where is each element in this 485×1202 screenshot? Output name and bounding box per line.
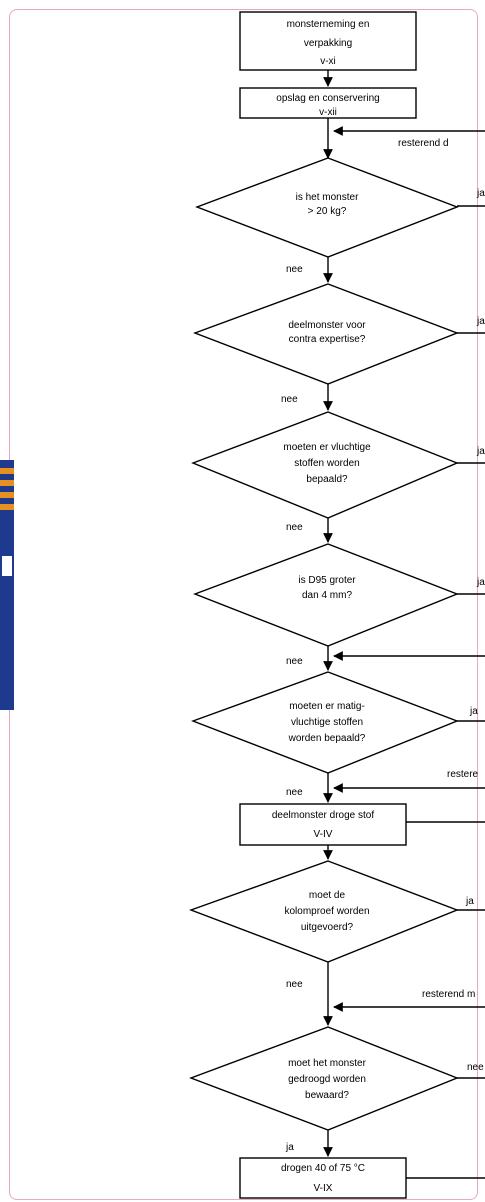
decision-text: worden bepaald?	[288, 733, 366, 744]
box-text: drogen 40 of 75 °C	[281, 1163, 365, 1174]
logo-stripe	[0, 468, 14, 474]
decision-text: bewaard?	[305, 1090, 349, 1101]
decision-diamond-semi-volatile	[191, 671, 459, 774]
logo-stripe	[0, 480, 14, 486]
decision-text: contra expertise?	[289, 334, 366, 345]
decision-diamond-volatile	[191, 411, 459, 519]
box-text: V-IX	[314, 1183, 333, 1194]
process-box-drying	[239, 1157, 407, 1199]
decision-diamond-weight	[195, 157, 459, 258]
logo-stripe	[0, 492, 14, 498]
branch-label-no: nee	[286, 787, 303, 798]
branch-label-no: nee	[286, 979, 303, 990]
decision-text: moeten er vluchtige	[283, 442, 371, 453]
decision-text: uitgevoerd?	[301, 922, 354, 933]
box-text: v-xi	[320, 56, 336, 67]
branch-label-yes: ja	[469, 706, 478, 717]
decision-text: deelmonster voor	[288, 320, 366, 331]
box-text: V-IV	[314, 829, 333, 840]
decision-text: moet het monster	[288, 1058, 366, 1069]
branch-label-yes: ja	[476, 316, 485, 327]
branch-label-yes: ja	[476, 446, 485, 457]
branch-label-yes: ja	[476, 188, 485, 199]
process-box-dry-matter	[239, 803, 407, 846]
remainder-label: resterend m	[422, 989, 475, 1000]
branch-label-yes: ja	[285, 1142, 294, 1153]
decision-text: moeten er matig-	[289, 701, 365, 712]
logo-mark	[2, 556, 12, 576]
box-text: monsterneming en	[287, 19, 370, 30]
decision-text: moet de	[309, 890, 346, 901]
branch-label-no: nee	[286, 264, 303, 275]
branch-label-yes: ja	[476, 577, 485, 588]
decision-diamond-d95	[193, 543, 459, 647]
box-text: v-xii	[319, 107, 337, 118]
remainder-label: restere	[447, 769, 479, 780]
box-text: deelmonster droge stof	[272, 810, 375, 821]
branch-label-no: nee	[286, 522, 303, 533]
decision-diamond-column-test	[188, 860, 459, 963]
decision-diamond-dried-storage	[189, 1026, 459, 1131]
decision-text: bepaald?	[306, 474, 348, 485]
logo-strip	[0, 460, 14, 710]
decision-text: dan 4 mm?	[302, 590, 352, 601]
decision-text: vluchtige stoffen	[291, 717, 363, 728]
decision-text: kolomproef worden	[284, 906, 369, 917]
logo-stripe	[0, 504, 14, 510]
decision-text: is D95 groter	[298, 575, 356, 586]
process-box-storage	[239, 87, 417, 119]
branch-label-yes: ja	[465, 896, 474, 907]
box-text: opslag en conservering	[276, 93, 379, 104]
remainder-label: resterend d	[398, 138, 449, 149]
decision-text: > 20 kg?	[308, 206, 347, 217]
decision-text: stoffen worden	[294, 458, 359, 469]
branch-label-no: nee	[281, 394, 298, 405]
branch-label-no: nee	[467, 1062, 484, 1073]
decision-text: is het monster	[296, 192, 359, 203]
decision-text: gedroogd worden	[288, 1074, 366, 1085]
branch-label-no: nee	[286, 656, 303, 667]
box-text: verpakking	[304, 38, 352, 49]
process-box-sampling	[239, 11, 417, 71]
decision-diamond-counter-expertise	[193, 283, 459, 385]
